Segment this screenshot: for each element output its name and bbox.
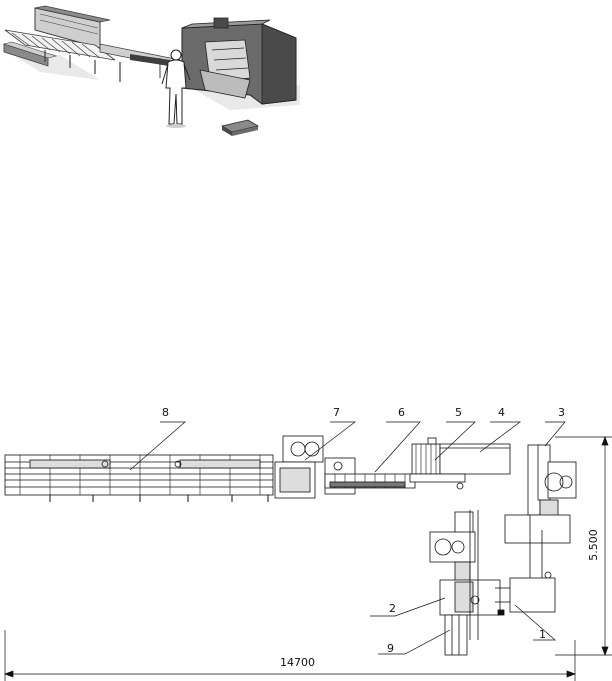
plan-view-drawing	[4, 435, 577, 656]
unit-4-loading-table	[409, 443, 511, 490]
dimension-width: 5.500	[587, 529, 600, 561]
unit-3-vertical-feeder	[504, 444, 577, 610]
unit-1-infeed	[495, 577, 556, 616]
unit-2-main-machine	[429, 510, 501, 640]
operator-figure	[161, 49, 191, 128]
callout-6: 6	[398, 406, 405, 419]
dimension-length: 14700	[280, 656, 315, 669]
unit-7-transfer	[274, 435, 324, 499]
perspective-illustration	[2, 5, 300, 136]
unit-9-output-chute	[444, 614, 468, 656]
callout-1: 1	[539, 628, 546, 641]
unit-8-outfeed-table	[4, 454, 274, 502]
callout-3: 3	[558, 406, 565, 419]
dimension-lines	[4, 436, 612, 681]
callout-2: 2	[389, 602, 396, 615]
callout-8: 8	[162, 406, 169, 419]
unit-5-magazine	[411, 437, 441, 475]
unit-6-feed-conveyor	[324, 457, 416, 495]
callout-7: 7	[333, 406, 340, 419]
callout-4: 4	[498, 406, 505, 419]
callout-leaders	[129, 421, 566, 655]
callout-5: 5	[455, 406, 462, 419]
callout-9: 9	[387, 642, 394, 655]
